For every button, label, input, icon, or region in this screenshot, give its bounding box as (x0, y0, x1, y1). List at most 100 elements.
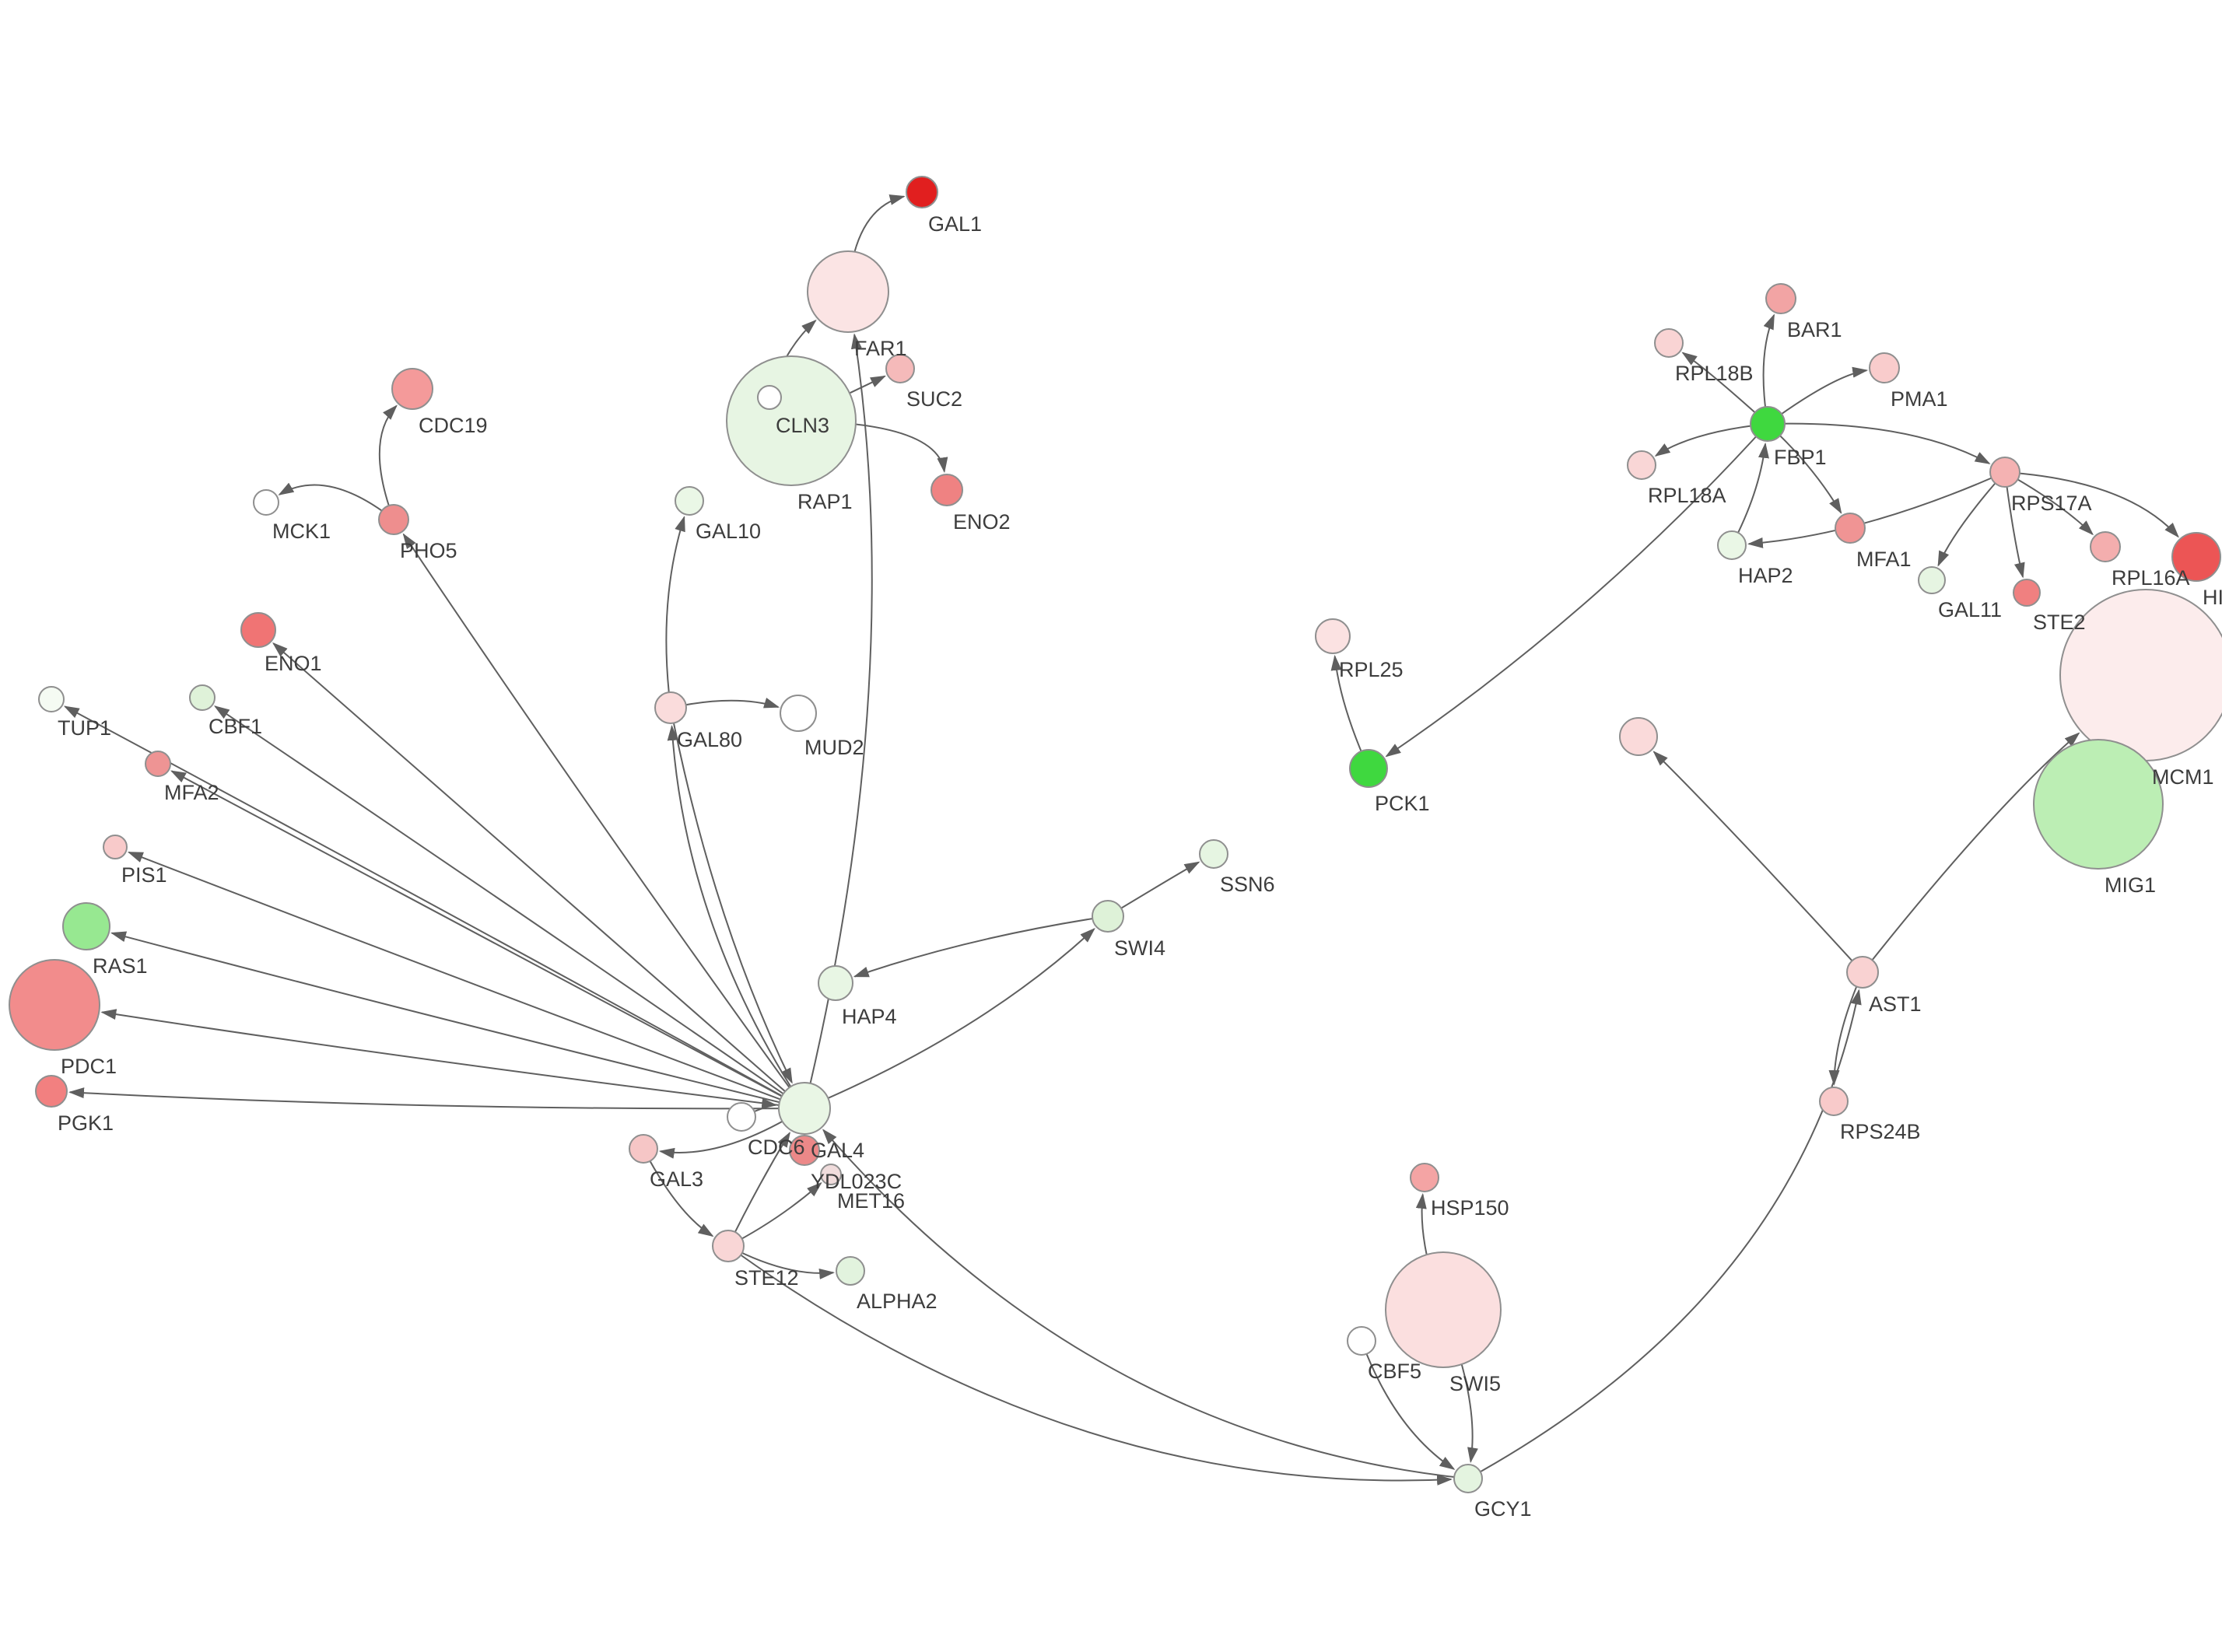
edge-gal4-swi4 (804, 927, 1095, 1109)
node-gcy1[interactable] (1453, 1464, 1483, 1493)
node-ssn6[interactable] (1199, 839, 1228, 869)
node-gal11[interactable] (1918, 566, 1946, 594)
edge-gcy1-ast1 (1467, 989, 1862, 1479)
node-his4[interactable] (2171, 532, 2221, 582)
node-hap2[interactable] (1717, 530, 1747, 560)
edge-gal4-tup1 (63, 705, 805, 1109)
node-label-rps24b: RPS24B (1840, 1120, 1921, 1143)
edge-gcy1-gal4 (822, 1129, 1469, 1479)
node-label-hap2: HAP2 (1738, 564, 1793, 587)
node-mck1[interactable] (253, 489, 279, 516)
node-cln3[interactable] (757, 385, 782, 410)
node-label-tup1: TUP1 (58, 716, 111, 740)
node-swi5[interactable] (1385, 1251, 1502, 1368)
node-label-ras1: RAS1 (93, 954, 148, 978)
node-ste2[interactable] (2013, 579, 2041, 607)
node-suc2[interactable] (885, 354, 915, 383)
node-label-met16: MET16 (837, 1189, 905, 1213)
edge-gal3-ste12 (643, 1148, 714, 1237)
node-node1[interactable] (1619, 717, 1658, 756)
edge-gal4-pho5 (402, 533, 805, 1109)
node-eno1[interactable] (240, 612, 276, 648)
node-pgk1[interactable] (35, 1075, 68, 1108)
node-mud2[interactable] (780, 695, 817, 732)
node-label-ast1: AST1 (1869, 992, 1922, 1016)
node-mig1[interactable] (2033, 739, 2164, 870)
node-label-rpl18a: RPL18A (1648, 484, 1726, 507)
node-swi4[interactable] (1092, 900, 1124, 933)
node-pck1[interactable] (1349, 749, 1388, 788)
node-label-rpl25: RPL25 (1339, 658, 1404, 681)
edge-gal4-pis1 (127, 851, 805, 1109)
node-met16[interactable] (820, 1164, 842, 1185)
node-cdc6[interactable] (727, 1102, 756, 1132)
node-rps17a[interactable] (1989, 457, 2020, 488)
edge-ste12-gcy1 (727, 1245, 1453, 1486)
node-hap4[interactable] (818, 965, 853, 1001)
node-rpl16a[interactable] (2090, 531, 2121, 562)
node-alpha2[interactable] (836, 1256, 865, 1286)
node-pdc1[interactable] (9, 959, 100, 1051)
node-pma1[interactable] (1869, 352, 1900, 383)
node-rps24b[interactable] (1819, 1087, 1849, 1116)
node-label-mck1: MCK1 (272, 520, 331, 543)
node-mfa2[interactable] (145, 751, 171, 777)
node-label-hsp150: HSP150 (1431, 1196, 1509, 1220)
node-label-cdc19: CDC19 (419, 414, 488, 437)
edge-pho5-cdc19 (378, 404, 398, 520)
edge-pho5-mck1 (278, 482, 394, 520)
node-mfa1[interactable] (1835, 513, 1866, 544)
edge-gal4-pdc1 (100, 1009, 805, 1109)
edge-gal4-gal80 (667, 725, 805, 1109)
edge-gal80-gal4 (670, 707, 793, 1084)
node-ste12[interactable] (712, 1230, 745, 1262)
node-gal3[interactable] (629, 1134, 658, 1164)
node-gal1[interactable] (906, 176, 938, 208)
node-label-gal11: GAL11 (1938, 598, 2002, 621)
node-label-mfa2: MFA2 (164, 781, 219, 804)
node-label-pck1: PCK1 (1375, 792, 1430, 815)
node-label-eno2: ENO2 (953, 510, 1011, 534)
edge-ste12-met16 (727, 1181, 822, 1247)
node-eno2[interactable] (931, 474, 963, 506)
node-pho5[interactable] (378, 504, 409, 535)
node-cbf1[interactable] (189, 684, 216, 711)
node-tup1[interactable] (38, 686, 65, 712)
node-ast1[interactable] (1846, 956, 1879, 989)
node-label-pis1: PIS1 (121, 863, 167, 887)
node-label-suc2: SUC2 (906, 387, 962, 411)
node-rpl25[interactable] (1315, 618, 1351, 654)
node-cbf5[interactable] (1347, 1326, 1376, 1356)
edge-gal80-gal10 (665, 516, 685, 709)
node-label-cdc6: CDC6 (748, 1136, 805, 1159)
node-rap1[interactable] (726, 355, 857, 486)
node-label-cbf5: CBF5 (1368, 1360, 1421, 1383)
node-label-mcm1: MCM1 (2152, 765, 2214, 789)
node-label-ste2: STE2 (2033, 611, 2086, 634)
node-ras1[interactable] (62, 902, 110, 950)
node-pis1[interactable] (103, 835, 128, 859)
edge-fbp1-pck1 (1385, 423, 1768, 758)
node-gal80[interactable] (654, 691, 687, 724)
edge-rps17a-gal11 (1937, 471, 2006, 567)
node-far1[interactable] (807, 250, 889, 333)
node-rpl18b[interactable] (1654, 328, 1684, 358)
edge-rps17a-his4 (2004, 471, 2179, 538)
node-gal10[interactable] (675, 486, 704, 516)
edge-gal4-cbf1 (213, 705, 805, 1109)
edge-hap2-fbp1 (1731, 442, 1769, 546)
node-fbp1[interactable] (1750, 406, 1786, 442)
node-gal4[interactable] (778, 1082, 831, 1135)
node-rpl18a[interactable] (1627, 450, 1656, 480)
edge-gal4-pgk1 (68, 1087, 805, 1110)
edge-fbp1-pma1 (1767, 366, 1869, 425)
node-ydl023c[interactable] (789, 1135, 820, 1166)
node-label-fbp1: FBP1 (1774, 446, 1827, 469)
node-hsp150[interactable] (1410, 1163, 1439, 1192)
node-cdc19[interactable] (391, 368, 433, 410)
node-bar1[interactable] (1765, 283, 1796, 314)
node-label-rap1: RAP1 (797, 490, 853, 513)
